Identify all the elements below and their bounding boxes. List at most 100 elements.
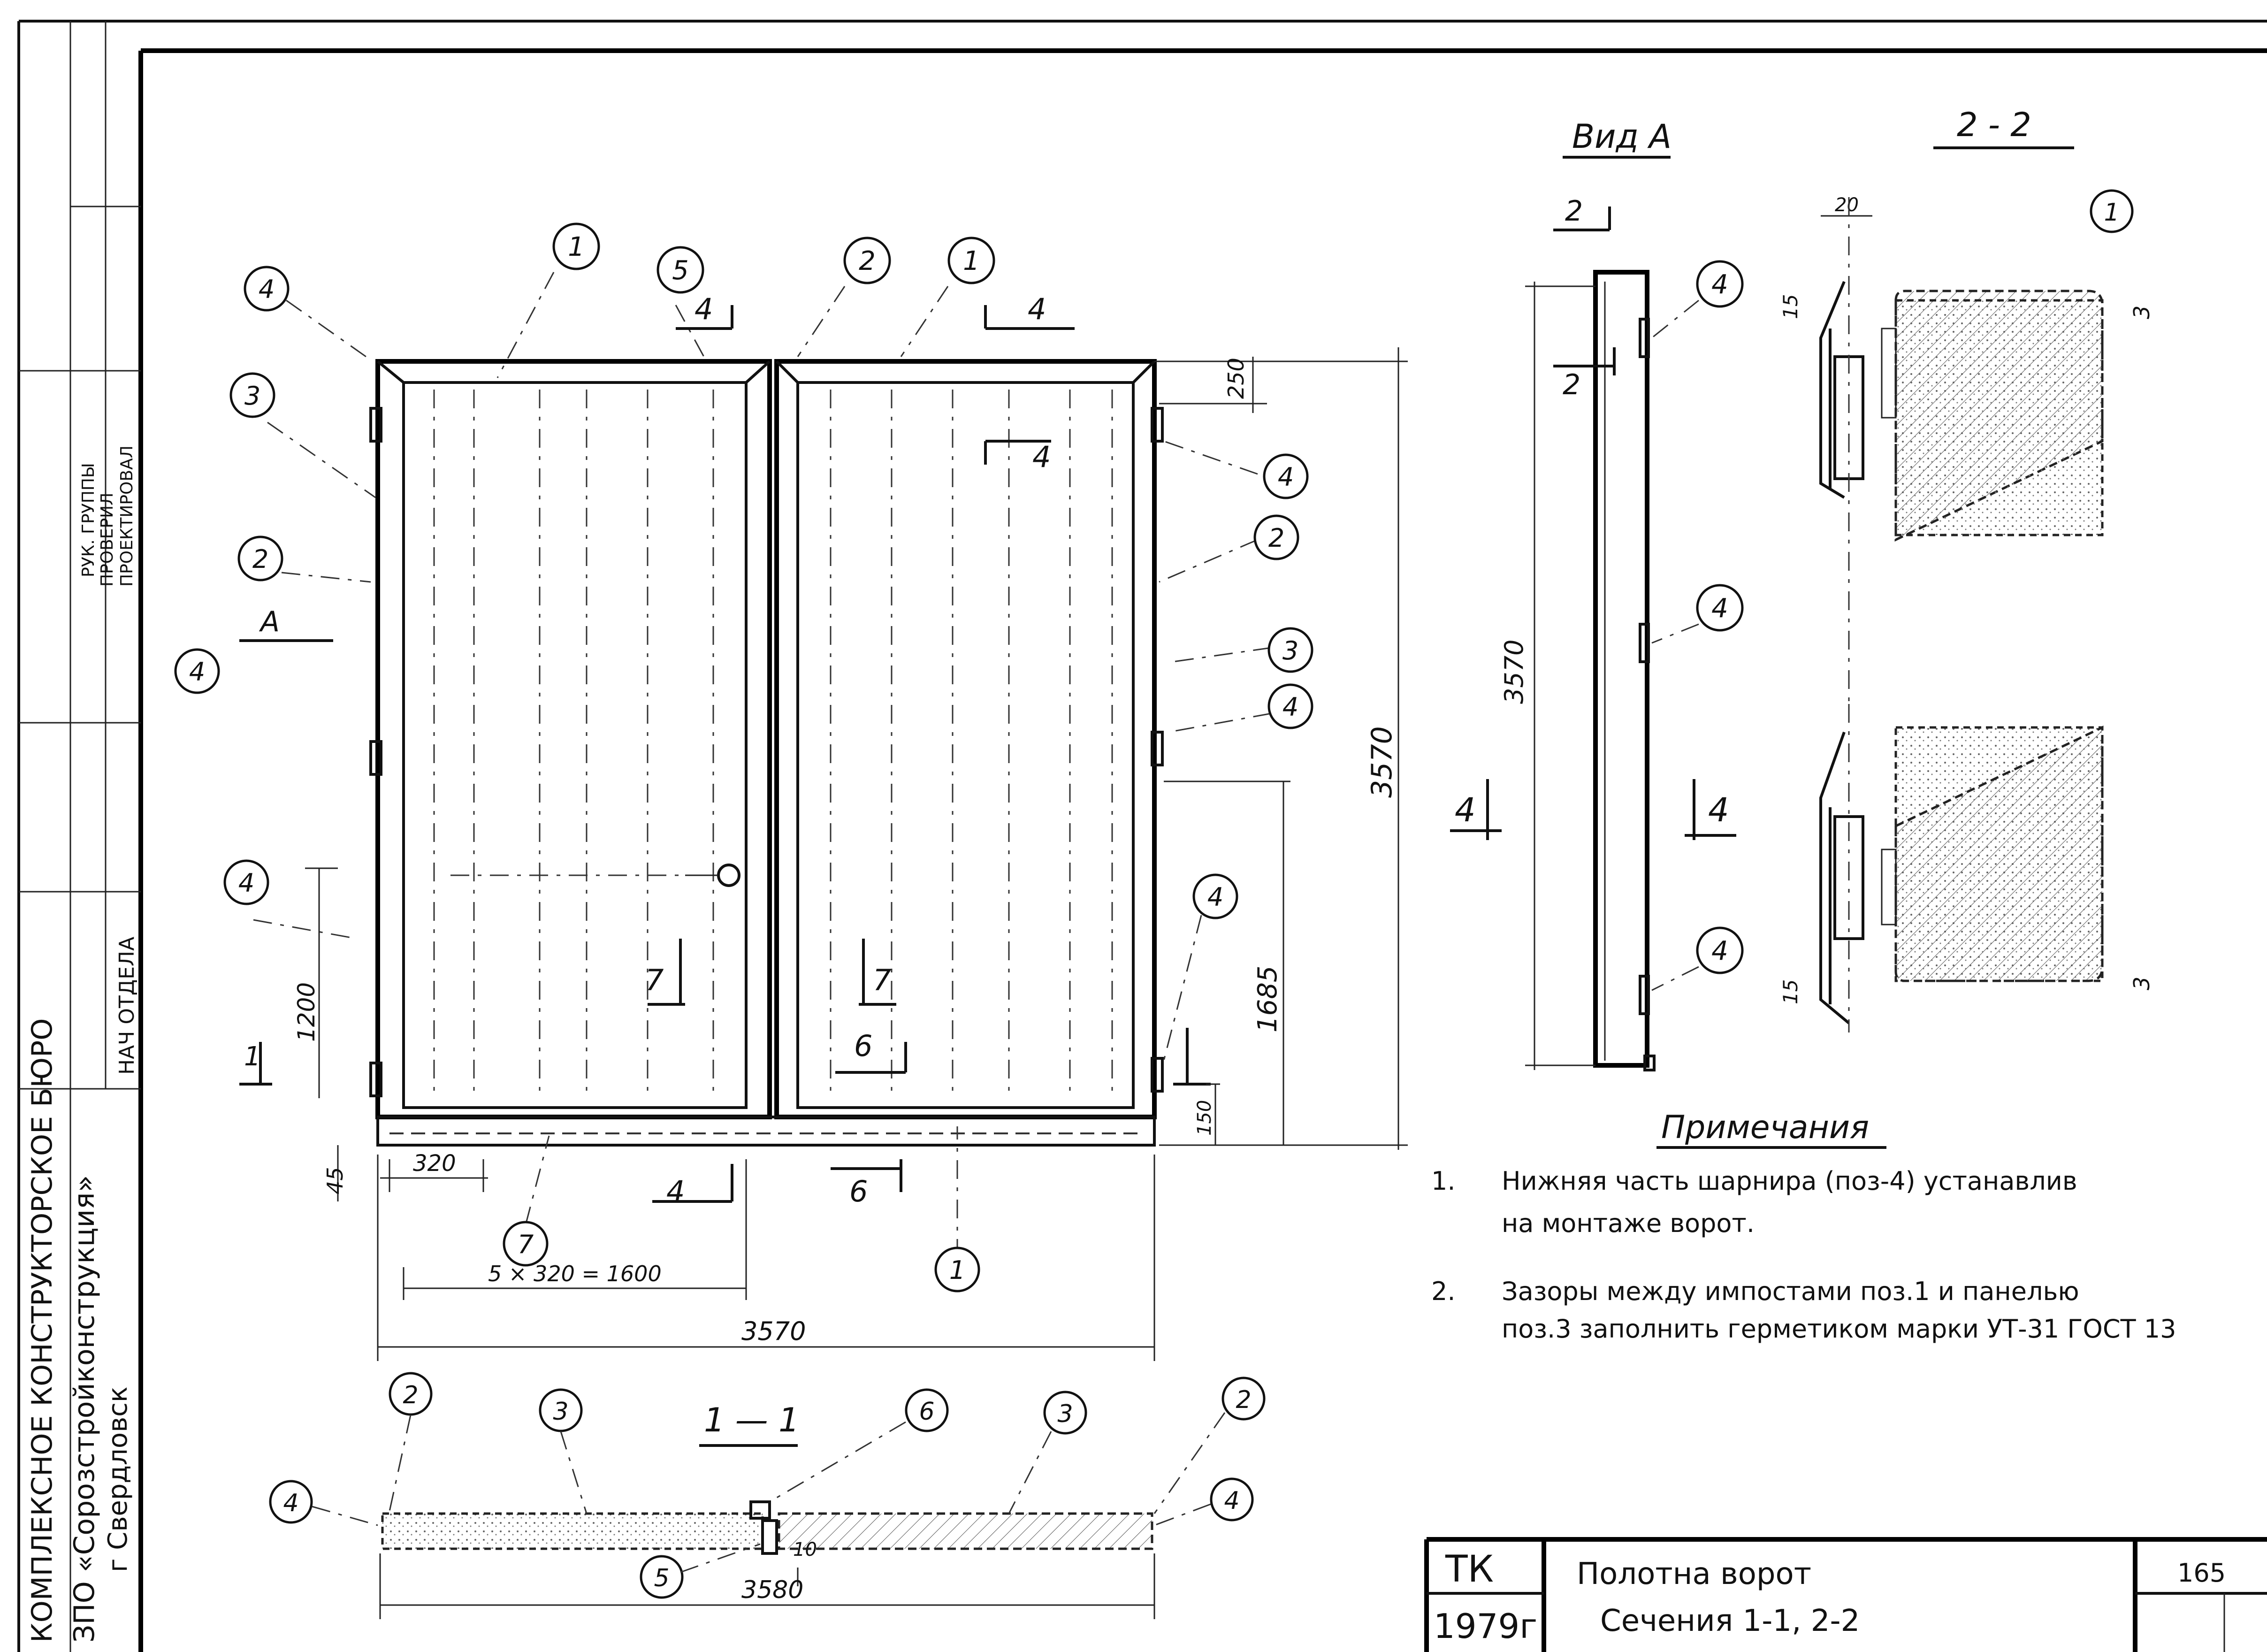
mark-7-left: 7 <box>645 963 664 997</box>
mark-6-bottom: 6 <box>849 1174 868 1208</box>
notes-block: Примечания 1. Нижняя часть шарнира (поз-… <box>1431 1109 2176 1344</box>
mullion-lines <box>433 390 1113 1098</box>
notes-title: Примечания <box>1661 1109 1869 1146</box>
s11-callout-2a: 2 <box>403 1381 418 1409</box>
dim-15-bottom: 15 <box>1779 979 1802 1004</box>
callout-front-4b: 4 <box>189 657 205 687</box>
dim-top-20: 20 <box>1835 194 1859 216</box>
view-a-mark4-right: 4 <box>1708 791 1729 829</box>
dim-left-height: 1200 <box>293 982 320 1042</box>
hinge-right-bottom <box>1151 1057 1164 1093</box>
s11-callout-2b: 2 <box>1236 1386 1251 1414</box>
mark-7-right: 7 <box>873 963 891 997</box>
mark-right-bottom: 3 <box>2129 977 2154 990</box>
stamp-org-line3: г Свердловск <box>103 1386 133 1572</box>
note-2-line1: Зазоры между импостами поз.1 и панелью <box>1502 1277 2079 1306</box>
s11-callout-6: 6 <box>919 1398 934 1426</box>
stamp-org-line1: КОМПЛЕКСНОЕ КОНСТРУКТОРСКОЕ БЮРО <box>26 1018 59 1643</box>
callout-front-2a: 2 <box>859 246 876 276</box>
handle-knob <box>717 864 740 887</box>
left-leaf-panel <box>402 381 748 1109</box>
callout-front-1b: 1 <box>963 246 980 276</box>
mark-4-top-left: 4 <box>695 292 713 326</box>
callout-front-1a: 1 <box>568 232 585 262</box>
mark-right-top: 3 <box>2129 306 2154 319</box>
hinge-right-mid <box>1151 731 1164 766</box>
dim-hinge-height: 1685 <box>1252 965 1283 1032</box>
section-left-panel <box>381 1512 764 1550</box>
callout-front-3b: 3 <box>1282 636 1298 665</box>
dim-first-span: 320 <box>413 1150 456 1177</box>
callout-front-2c: 2 <box>1268 523 1284 553</box>
mark-4-bottom: 4 <box>666 1174 685 1208</box>
callout-front-5: 5 <box>672 255 689 286</box>
s11-callout-3a: 3 <box>553 1398 568 1426</box>
hinge-left-bottom <box>369 1062 382 1097</box>
callout-front-1c: 1 <box>949 1255 965 1285</box>
callout-front-4c: 4 <box>238 868 254 898</box>
note-1-line2: на монтаже ворот. <box>1502 1208 1755 1238</box>
right-leaf-panel <box>796 381 1135 1109</box>
mark-6-top: 6 <box>854 1029 872 1063</box>
section-2-2-title: 2 - 2 <box>1957 106 2031 144</box>
section-right-panel <box>778 1512 1153 1550</box>
title-sheet: 165 <box>2177 1558 2226 1588</box>
title-block: ТК 1979г Полотна ворот Сечения 1-1, 2-2 … <box>1424 1537 2267 1652</box>
note-2-line2: поз.3 заполнить герметиком марки УТ-31 Г… <box>1502 1314 2176 1344</box>
view-a-title: Вид А <box>1572 117 1672 156</box>
mark-a: А <box>259 605 280 638</box>
front-dimensions: 250 3570 1685 150 1200 45 320 5 × 320 = … <box>293 347 1408 1361</box>
hinge-left-mid <box>369 740 382 776</box>
view-a-mark4-left: 4 <box>1455 791 1476 829</box>
right-leaf-frame <box>774 359 1157 1119</box>
title-line2: Сечения 1-1, 2-2 <box>1600 1604 1860 1638</box>
dim-gap-10: 10 <box>793 1539 817 1560</box>
view-a-callout-3: 4 <box>1711 936 1728 966</box>
stamp-dept: НАЧ ОТДЕЛА <box>115 937 139 1075</box>
stamp-role-1: РУК. ГРУППЫ <box>79 463 98 577</box>
title-series: ТК <box>1445 1548 1494 1591</box>
s11-callout-4b: 4 <box>1224 1487 1239 1515</box>
mark-1-left: 1 <box>244 1041 261 1072</box>
section-2-2-callout: 1 <box>2104 199 2119 227</box>
view-a-height: 3570 <box>1499 640 1529 704</box>
dim-top-offset: 250 <box>1223 358 1249 399</box>
callout-front-4e: 4 <box>1278 462 1294 492</box>
note-2-num: 2. <box>1431 1277 1456 1306</box>
view-a-callout-1: 4 <box>1711 269 1728 300</box>
section-2-2: 2 - 2 1 20 15 15 3 3 <box>1779 106 2154 1032</box>
hinge-left-top <box>369 407 382 443</box>
s11-callout-3b: 3 <box>1057 1400 1073 1428</box>
callout-front-7: 7 <box>518 1230 534 1259</box>
stamp-role-2: ПРОВЕРИЛ <box>98 493 117 587</box>
s11-callout-4a: 4 <box>283 1489 298 1517</box>
title-line1: Полотна ворот <box>1577 1557 1811 1591</box>
front-section-marks: А 4 4 4 7 7 6 6 4 1 <box>239 292 1211 1208</box>
dim-height-total: 3570 <box>1366 726 1398 798</box>
mark-4-inner: 4 <box>1032 440 1051 474</box>
mark-4-top-right: 4 <box>1028 292 1046 326</box>
leader-lines <box>253 272 1272 1258</box>
front-view: 1 5 2 1 4 3 2 4 4 2 3 4 4 4 <box>174 222 1408 1361</box>
s11-callout-5: 5 <box>654 1564 669 1592</box>
sheet-frame <box>17 20 2267 1652</box>
title-year: 1979г <box>1434 1606 1537 1646</box>
front-callouts: 1 5 2 1 4 3 2 4 4 2 3 4 4 4 <box>174 222 1313 1293</box>
note-1-num: 1. <box>1431 1166 1456 1196</box>
view-a-mark2-side: 2 <box>1563 368 1580 401</box>
dim-bottom-offset: 150 <box>1194 1100 1215 1136</box>
bottom-rail <box>376 1116 1156 1147</box>
dim-repeat-span: 5 × 320 = 1600 <box>488 1261 662 1286</box>
dim-bottom-gap: 45 <box>322 1167 348 1194</box>
dim-width-total: 3570 <box>741 1316 806 1346</box>
callout-front-3a: 3 <box>244 381 260 411</box>
side-stamp: КОМПЛЕКСНОЕ КОНСТРУКТОРСКОЕ БЮРО ЗПО «Со… <box>26 445 139 1643</box>
hinge-right-top <box>1151 407 1164 443</box>
left-leaf-frame <box>375 359 772 1119</box>
callout-front-4f: 4 <box>1207 882 1223 912</box>
view-a: Вид А 3570 2 2 4 4 4 4 4 <box>1450 117 1744 1071</box>
section-1-1-title: 1 — 1 <box>704 1401 800 1439</box>
note-1-line1: Нижняя часть шарнира (поз-4) устанавлив <box>1502 1166 2077 1196</box>
callout-front-4d: 4 <box>1282 692 1298 722</box>
